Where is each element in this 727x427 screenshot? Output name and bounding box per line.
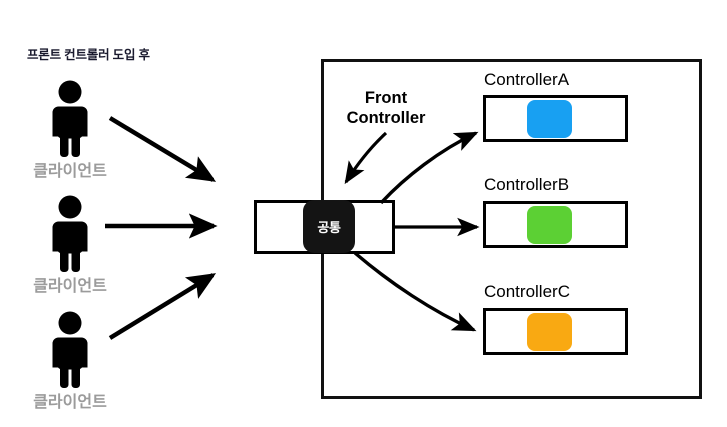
controller-swatch-b (527, 206, 572, 244)
common-chip-label: 공통 (317, 220, 341, 235)
person-icon (52, 80, 88, 157)
person-icon (52, 311, 88, 388)
arrow-front-to-controllerC (353, 251, 477, 332)
client-label-2: 클라이언트 (33, 278, 107, 295)
front-controller-pointer-arrow (344, 131, 388, 185)
controller-label-a: ControllerA (484, 70, 570, 89)
controller-swatch-a (527, 100, 572, 138)
front-controller-label-line1: Front (364, 89, 408, 107)
arrow-client1-to-front (108, 116, 217, 182)
client-label-1: 클라이언트 (33, 163, 107, 180)
front-controller-label: Front Controller (331, 88, 441, 128)
person-icon (52, 195, 88, 272)
controller-label-b: ControllerB (484, 175, 570, 194)
arrow-client3-to-front (108, 273, 217, 340)
controller-label-c: ControllerC (484, 282, 570, 301)
common-chip: 공통 (303, 200, 355, 253)
arrow-front-to-controllerA (379, 131, 479, 205)
front-controller-label-line2: Controller (346, 109, 426, 127)
diagram-title: 프론트 컨트롤러 도입 후 (27, 48, 150, 62)
controller-swatch-c (527, 313, 572, 351)
client-label-3: 클라이언트 (33, 394, 107, 411)
